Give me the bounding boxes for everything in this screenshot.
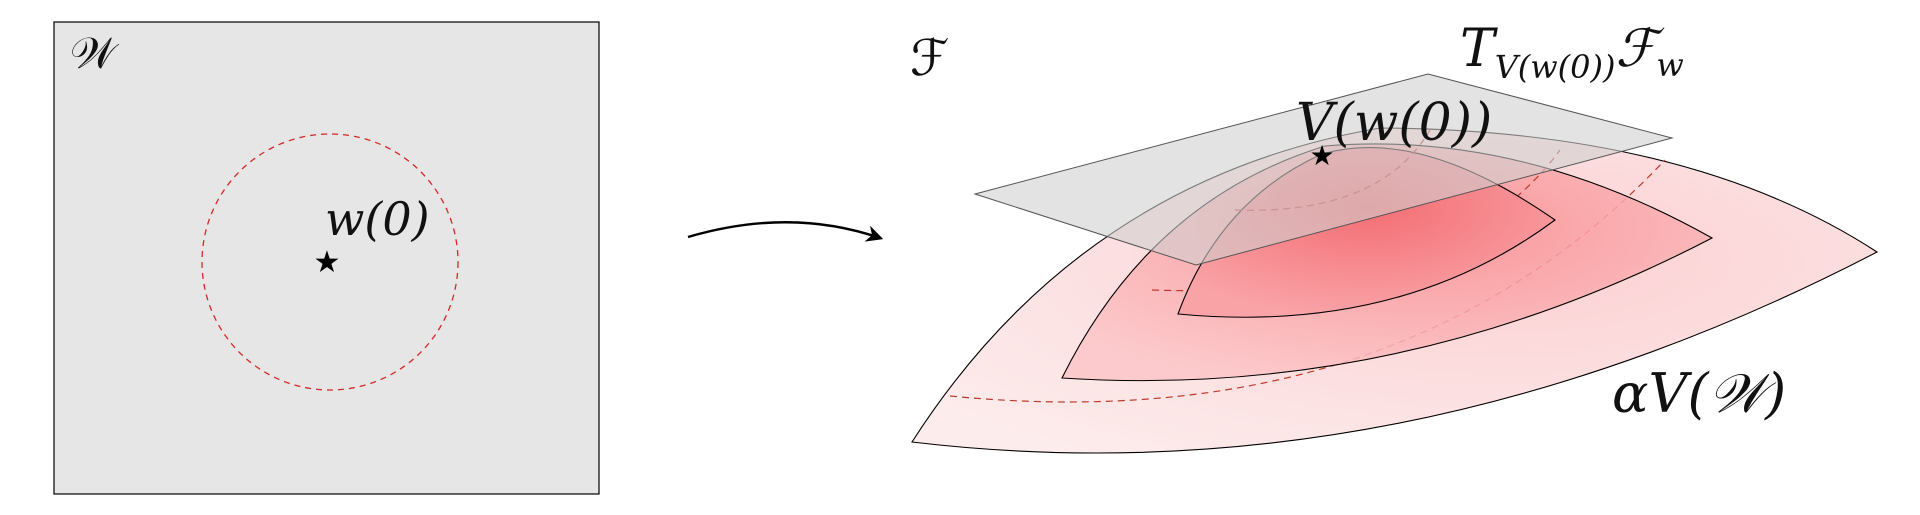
star-icon: ★ [1309,139,1334,172]
initial-point-label: w(0) [325,192,430,246]
tangent-space-label: TV(w(0))ℱw [1460,19,1684,86]
arrow-right-icon [687,221,884,242]
neighborhood-circle [201,133,459,391]
tangent-space-manifold: ℱ [1615,19,1664,79]
image-set-label: αV(𝒲) [1612,362,1786,425]
tangent-space-symbol: T [1460,19,1498,79]
tangent-plane [973,73,1674,266]
tangent-space-subscript: V(w(0)) [1495,48,1616,86]
parameter-space-panel: 𝒲 ★ w(0) [53,21,600,495]
function-space-panel: ℱ ★ V(w(0)) TV(w(0))ℱw αV(𝒲) [910,19,1879,454]
mapped-point-label: V(w(0)) [1296,93,1492,153]
parameter-space-box [53,21,600,495]
parameter-space-label: 𝒲 [70,28,120,79]
star-icon: ★ [314,245,341,280]
function-space-label: ℱ [910,29,949,87]
tangent-space-manifold-subscript: w [1656,46,1683,84]
